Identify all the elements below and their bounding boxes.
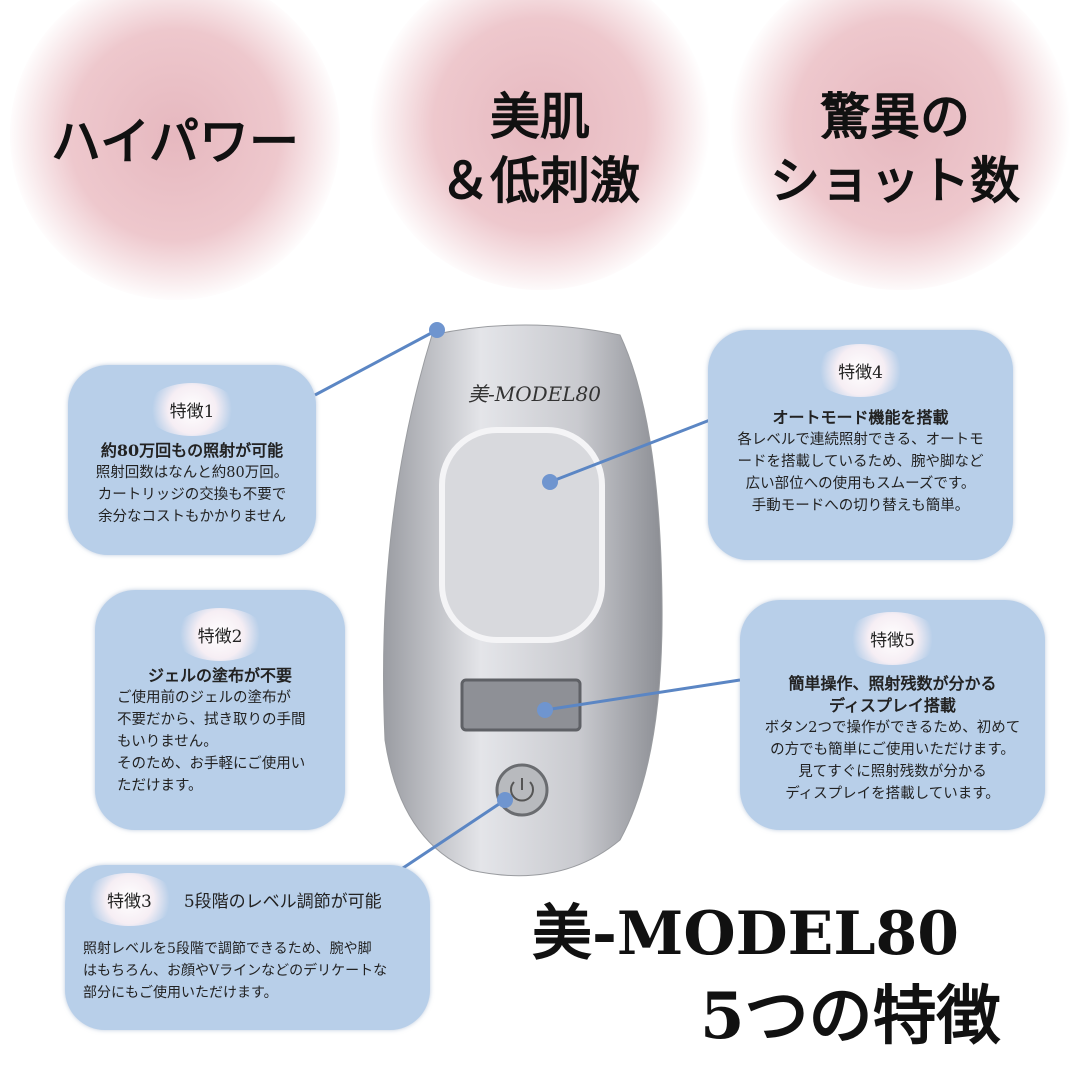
feature-body: 照射回数はなんと約80万回。カートリッジの交換も不要で余分なコストもかかりません xyxy=(95,465,289,525)
feature-heading: 約80万回もの照射が可能 xyxy=(100,441,284,460)
feature-heading: オートモード機能を搭載 xyxy=(772,408,949,427)
feature-body: 各レベルで連続照射できる、オートモードを搭載しているため、腕や脚など広い部位への… xyxy=(737,432,984,514)
feature-label: 特徴4 xyxy=(814,344,907,397)
pink-circle-2 xyxy=(370,0,710,290)
feature-body: ボタン2つで操作ができるため、初めての方でも簡単にご使用いただけます。見てすぐに… xyxy=(764,720,1021,802)
connector-lines xyxy=(314,328,741,872)
feature-label: 特徴2 xyxy=(173,608,267,661)
feature-4-box: 特徴4 オートモード機能を搭載 各レベルで連続照射できる、オートモードを搭載して… xyxy=(708,330,1013,560)
headline-shots: 驚異のショット数 xyxy=(770,88,1020,210)
feature-3-box: 特徴3 5段階のレベル調節が可能 照射レベルを5段階で調節できるため、腕や脚はもち… xyxy=(65,865,430,1030)
headline-high-power: ハイパワー xyxy=(51,113,299,171)
feature-label: 特徴5 xyxy=(846,612,939,665)
headline-skin: 美肌＆低刺激 xyxy=(440,88,640,210)
display-screen xyxy=(460,678,582,732)
feature-5-box: 特徴5 簡単操作、照射残数が分かるディスプレイ搭載 ボタン2つで操作ができるため… xyxy=(740,600,1045,830)
feature-heading: ジェルの塗布が不要 xyxy=(147,666,292,685)
feature-heading: 5段階のレベル調節が可能 xyxy=(183,892,382,912)
pink-circle-3 xyxy=(730,0,1070,290)
light-window xyxy=(439,427,605,643)
feature-label: 特徴1 xyxy=(145,383,239,436)
feature-1-box: 特徴1 約80万回もの照射が可能 照射回数はなんと約80万回。カートリッジの交換… xyxy=(68,365,316,555)
feature-label: 特徴3 xyxy=(83,873,176,926)
product-title: 美-MODEL80 xyxy=(532,899,960,969)
feature-body: 照射レベルを5段階で調節できるため、腕や脚はもちろん、お顔やVラインなどのデリケ… xyxy=(83,941,388,1001)
feature-2-box: 特徴2 ジェルの塗布が不要 ご使用前のジェルの塗布が不要だから、拭き取りの手間も… xyxy=(95,590,345,830)
power-icon xyxy=(510,778,534,802)
device-logo: 美-MODEL80 xyxy=(468,382,601,406)
features-title: 5つの特徴 xyxy=(700,979,1001,1054)
feature-body: ご使用前のジェルの塗布が不要だから、拭き取りの手間もいりません。そのため、お手軽… xyxy=(117,690,306,794)
pink-circle-1 xyxy=(10,0,340,300)
feature-heading: 簡単操作、照射残数が分かるディスプレイ搭載 xyxy=(788,674,997,715)
